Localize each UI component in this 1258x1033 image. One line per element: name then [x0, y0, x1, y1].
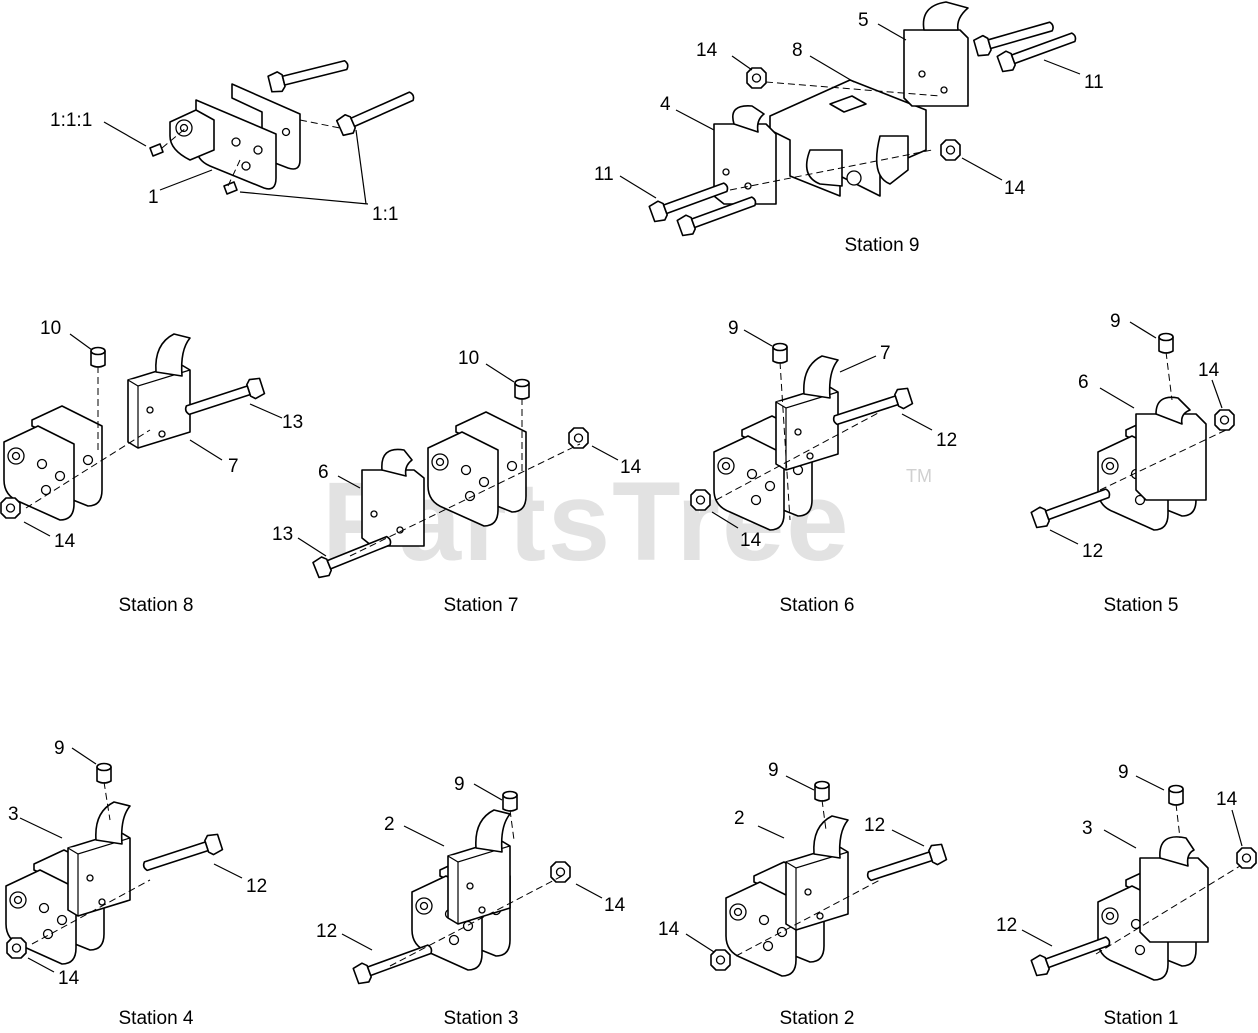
- callout-s1-9: 9: [1118, 762, 1129, 783]
- callout-s1-12: 12: [996, 915, 1017, 936]
- callout-s4-3: 3: [8, 804, 19, 825]
- callout-s4-12: 12: [246, 876, 267, 897]
- station-4-caption: Station 4: [119, 1008, 194, 1029]
- watermark-tm: TM: [906, 466, 932, 486]
- callout-s6-7: 7: [880, 343, 891, 364]
- station-1-caption: Station 1: [1104, 1008, 1179, 1029]
- callout-s7-6: 6: [318, 462, 329, 483]
- callout-s2-9: 9: [768, 760, 779, 781]
- callout-s2-14: 14: [658, 919, 680, 940]
- assembly-clip: 1:1:1 1 1:1: [50, 54, 418, 225]
- callout-s7-14: 14: [620, 457, 642, 478]
- station-2-caption: Station 2: [780, 1008, 855, 1029]
- assembly-station-4: 9 3 12 14 Station 4: [5, 738, 267, 1029]
- callout-s3-12: 12: [316, 921, 337, 942]
- callout-s4-14: 14: [58, 968, 80, 989]
- assembly-station-2: 9 2 12 14 Station 2: [658, 760, 948, 1029]
- callout-s9-14b: 14: [1004, 178, 1026, 199]
- callout-s7-10: 10: [458, 348, 479, 369]
- callout-s5-14: 14: [1198, 360, 1220, 381]
- station-5-caption: Station 5: [1104, 595, 1179, 616]
- callout-s2-12: 12: [864, 815, 885, 836]
- station-6-caption: Station 6: [780, 595, 855, 616]
- callout-s3-14: 14: [604, 895, 626, 916]
- callout-s9-11a: 11: [1084, 72, 1104, 93]
- callout-s9-4: 4: [660, 94, 671, 115]
- callout-s4-9: 9: [54, 738, 65, 759]
- assembly-station-5: 9 14 6 12 Station 5: [1029, 311, 1235, 616]
- callout-s2-2: 2: [734, 808, 745, 829]
- assembly-station-1: 9 14 3 12 Station 1: [996, 762, 1257, 1029]
- callout-s6-14: 14: [740, 530, 762, 551]
- station-9-caption: Station 9: [845, 235, 920, 256]
- callout-s5-12: 12: [1082, 541, 1103, 562]
- assembly-station-8: 10 13 7 14 Station 8: [0, 318, 303, 616]
- callout-s3-2: 2: [384, 814, 395, 835]
- callout-s6-9: 9: [728, 318, 739, 339]
- callout-s6-12: 12: [936, 430, 957, 451]
- callout-s5-9: 9: [1110, 311, 1121, 332]
- callout-clip-1: 1: [148, 187, 159, 208]
- assembly-station-9: 14 8 5 11 4 11 14 Station 9: [594, 1, 1104, 256]
- callout-s9-11b: 11: [594, 164, 614, 185]
- station-3-caption: Station 3: [444, 1008, 519, 1029]
- callout-s7-13: 13: [272, 524, 293, 545]
- assembly-station-6: 9 7 12 14 Station 6: [690, 318, 957, 616]
- callout-s8-7: 7: [228, 456, 239, 477]
- callout-s9-8: 8: [792, 40, 803, 61]
- station-7-caption: Station 7: [444, 595, 519, 616]
- station-8-caption: Station 8: [119, 595, 194, 616]
- callout-s9-5: 5: [858, 10, 869, 31]
- callout-s8-13: 13: [282, 412, 303, 433]
- callout-s9-14a: 14: [696, 40, 718, 61]
- callout-s5-6: 6: [1078, 372, 1089, 393]
- callout-s3-9: 9: [454, 774, 465, 795]
- assembly-station-3: 9 2 14 12 Station 3: [316, 774, 626, 1029]
- assembly-station-7: 10 14 6 13 Station 7: [272, 348, 642, 616]
- callout-clip-1-1-1: 1:1:1: [50, 110, 92, 131]
- callout-s8-14: 14: [54, 531, 76, 552]
- callout-s8-10: 10: [40, 318, 61, 339]
- callout-s1-3: 3: [1082, 818, 1093, 839]
- callout-s1-14: 14: [1216, 789, 1238, 810]
- callout-clip-1-1: 1:1: [372, 204, 398, 225]
